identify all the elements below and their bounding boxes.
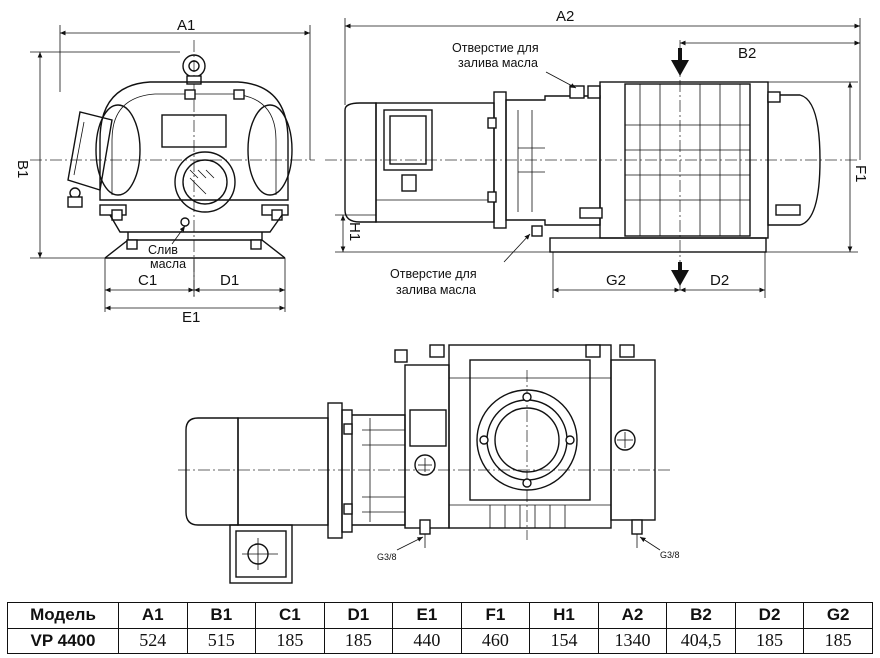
dim-label-b1: B1 (14, 160, 31, 178)
cell-model: VP 4400 (7, 627, 119, 654)
technical-drawing: A1 B1 C1 D1 E1 Слив масла (14, 8, 869, 584)
dim-label-g2: G2 (606, 272, 626, 289)
oil-drain-label-line2: масла (150, 257, 186, 271)
dim-label-e1: E1 (182, 309, 200, 326)
cell-e1: 440 (392, 627, 462, 654)
front-view: A1 B1 C1 D1 E1 Слив масла (14, 17, 315, 326)
dim-label-d1: D1 (220, 272, 239, 289)
cell-h1: 154 (529, 627, 599, 654)
cell-f1: 460 (460, 627, 531, 654)
header-c1: C1 (255, 602, 325, 629)
cell-a2: 1340 (597, 627, 668, 654)
cell-b1: 515 (186, 627, 257, 654)
side-view: A2 B2 F1 H1 G2 D2 Отверстие для залива м… (325, 8, 869, 298)
header-d2: D2 (734, 602, 805, 629)
header-b1: B1 (186, 602, 257, 629)
header-h1: H1 (529, 602, 599, 629)
cell-d1: 185 (323, 627, 394, 654)
header-e1: E1 (392, 602, 462, 629)
dim-label-d2: D2 (710, 272, 729, 289)
table-row: VP 4400 524 515 185 185 440 460 154 1340… (7, 627, 873, 654)
header-f1: F1 (460, 602, 531, 629)
header-a2: A2 (597, 602, 668, 629)
header-g2: G2 (803, 602, 873, 629)
dim-label-a1: A1 (177, 17, 195, 34)
spec-table: Модель A1 B1 C1 D1 E1 F1 H1 A2 B2 D2 G2 … (7, 602, 873, 654)
dim-label-h1: H1 (346, 222, 363, 241)
top-view: G3/8 G3/8 (178, 344, 680, 584)
dim-label-b2: B2 (738, 45, 756, 62)
oil-fill-bottom-label-line1: Отверстие для (390, 267, 477, 281)
oil-fill-top-label-line2: залива масла (458, 56, 538, 70)
cell-a1: 524 (118, 627, 188, 654)
spec-table-header-row: Модель A1 B1 C1 D1 E1 F1 H1 A2 B2 D2 G2 (7, 602, 873, 629)
cell-d2: 185 (734, 627, 805, 654)
cell-c1: 185 (255, 627, 325, 654)
header-a1: A1 (118, 602, 188, 629)
header-model: Модель (7, 602, 119, 629)
oil-drain-label-line1: Слив (148, 243, 178, 257)
port-label-left: G3/8 (377, 552, 397, 562)
port-label-right: G3/8 (660, 550, 680, 560)
cell-g2: 185 (803, 627, 873, 654)
header-d1: D1 (323, 602, 394, 629)
oil-fill-bottom-label-line2: залива масла (396, 283, 476, 297)
oil-fill-top-label-line1: Отверстие для (452, 41, 539, 55)
dim-label-c1: C1 (138, 272, 157, 289)
cell-b2: 404,5 (666, 627, 736, 654)
dim-label-f1: F1 (852, 165, 869, 183)
header-b2: B2 (666, 602, 736, 629)
dim-label-a2: A2 (556, 8, 574, 25)
